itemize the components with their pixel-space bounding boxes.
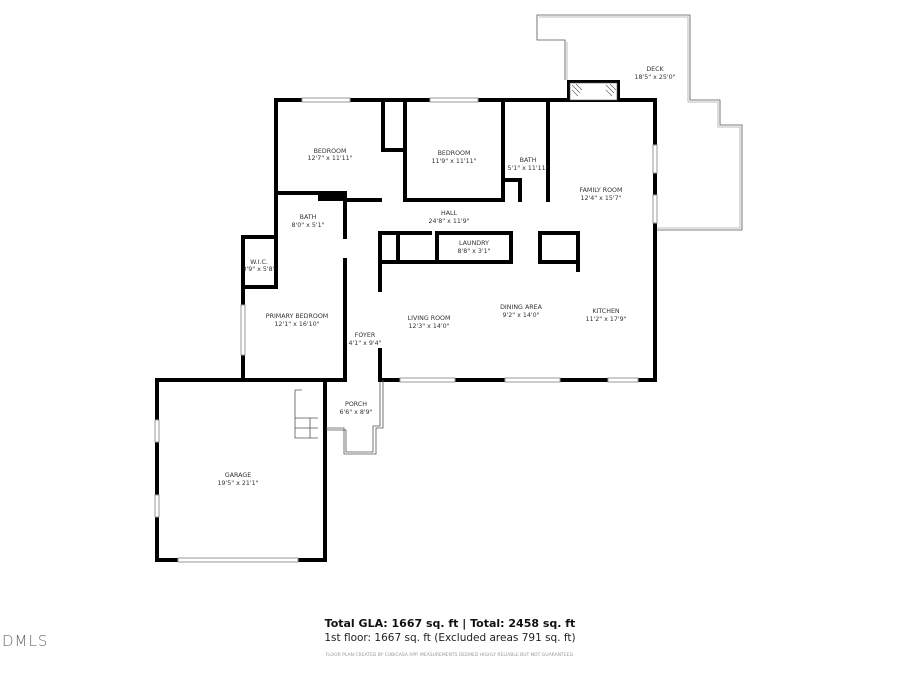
svg-text:18'5" x 25'0": 18'5" x 25'0" [634, 74, 675, 81]
svg-text:8'0" x 5'1": 8'0" x 5'1" [291, 222, 324, 229]
svg-text:24'8" x 11'9": 24'8" x 11'9" [428, 218, 469, 225]
svg-text:GARAGE: GARAGE [225, 472, 251, 479]
svg-text:12'3" x 14'0": 12'3" x 14'0" [408, 323, 449, 330]
svg-text:12'1" x 16'10": 12'1" x 16'10" [274, 321, 319, 328]
area-totals: Total GLA: 1667 sq. ft | Total: 2458 sq.… [0, 617, 900, 644]
svg-text:11'2" x 17'9": 11'2" x 17'9" [585, 316, 626, 323]
svg-text:9'2" x 14'0": 9'2" x 14'0" [502, 312, 539, 319]
svg-text:BATH: BATH [520, 157, 537, 164]
svg-text:DECK: DECK [646, 66, 664, 73]
svg-text:4'1" x 9'4": 4'1" x 9'4" [348, 340, 381, 347]
svg-text:8'8" x 3'1": 8'8" x 3'1" [457, 248, 490, 255]
svg-text:LAUNDRY: LAUNDRY [459, 240, 489, 247]
stairs [294, 389, 318, 439]
svg-text:KITCHEN: KITCHEN [592, 308, 620, 315]
fireplace [567, 80, 620, 102]
svg-text:DINING AREA: DINING AREA [500, 304, 543, 311]
watermark-logo: DMLS [2, 632, 49, 650]
deck-outline [536, 14, 743, 231]
svg-text:BEDROOM: BEDROOM [438, 150, 471, 157]
svg-text:6'6" x 8'9": 6'6" x 8'9" [339, 409, 372, 416]
disclaimer: FLOOR PLAN CREATED BY CUBICASA APP. MEAS… [325, 653, 575, 658]
svg-text:BATH: BATH [300, 214, 317, 221]
svg-text:PORCH: PORCH [345, 401, 367, 408]
svg-text:3'9" x 5'8": 3'9" x 5'8" [242, 266, 275, 273]
svg-text:BEDROOM: BEDROOM [314, 148, 347, 155]
svg-text:HALL: HALL [441, 210, 458, 217]
svg-text:FAMILY ROOM: FAMILY ROOM [580, 187, 623, 194]
svg-text:FOYER: FOYER [355, 332, 376, 339]
floor-area-detail: 1st floor: 1667 sq. ft (Excluded areas 7… [324, 632, 576, 644]
svg-text:12'7" x 11'11": 12'7" x 11'11" [307, 155, 352, 162]
svg-text:11'9" x 11'11": 11'9" x 11'11" [431, 158, 476, 165]
room-wic: W.I.C.3'9" x 5'8" [242, 259, 275, 273]
porch-outline [326, 380, 384, 455]
walls [155, 98, 657, 562]
windows [154, 97, 658, 563]
svg-text:5'1" x 11'11": 5'1" x 11'11" [507, 165, 548, 172]
svg-text:19'5" x 21'1": 19'5" x 21'1" [217, 480, 258, 487]
svg-text:LIVING ROOM: LIVING ROOM [408, 315, 451, 322]
total-gla: Total GLA: 1667 sq. ft | Total: 2458 sq.… [324, 617, 576, 630]
svg-text:12'4" x 15'7": 12'4" x 15'7" [580, 195, 621, 202]
svg-text:PRIMARY BEDROOM: PRIMARY BEDROOM [266, 313, 328, 320]
svg-text:W.I.C.: W.I.C. [250, 259, 268, 266]
